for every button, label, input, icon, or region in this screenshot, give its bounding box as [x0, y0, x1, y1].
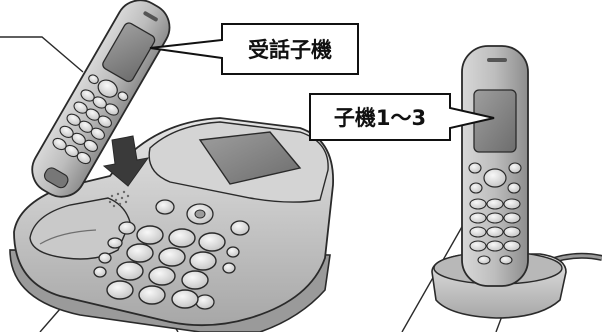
base-keypad	[106, 225, 226, 309]
extension-callout: 子機1～3	[309, 93, 495, 141]
handset-screen	[102, 22, 156, 83]
handset-callout-label: 受話子機	[248, 38, 332, 62]
base-unit	[9, 117, 334, 332]
base-nav-pad	[186, 203, 214, 225]
handset-callout: 受話子機	[149, 23, 359, 75]
leader-line-top-left	[0, 36, 84, 73]
extension-unit	[431, 45, 602, 319]
speaker-grille	[108, 190, 130, 208]
base-display	[198, 131, 302, 185]
down-arrow-icon	[102, 135, 150, 187]
handset-receiver	[31, 0, 171, 198]
base-function-keys	[93, 199, 250, 310]
extension-callout-label: 子機1～3	[334, 106, 426, 130]
